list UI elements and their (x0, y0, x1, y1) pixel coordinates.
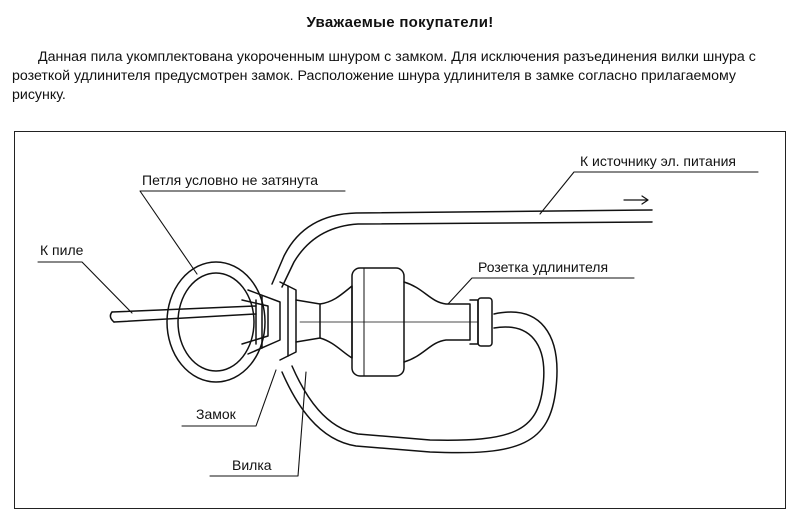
cord-loop (166, 261, 281, 383)
label-loop: Петля условно не затянута (142, 172, 318, 188)
label-plug: Вилка (232, 457, 272, 473)
label-power-source: К источнику эл. питания (580, 153, 736, 169)
label-to-saw: К пиле (40, 242, 84, 258)
notice-text: Данная пила укомплектована укороченным ш… (12, 48, 790, 105)
extension-socket (351, 267, 493, 377)
extension-cord-loop (281, 311, 558, 454)
label-socket: Розетка удлинителя (478, 259, 609, 275)
lock-clamp (255, 281, 321, 361)
saw-cord (109, 305, 257, 323)
leader-lines (37, 171, 759, 477)
diagram-frame (14, 131, 786, 509)
power-cord (271, 195, 653, 288)
label-lock: Замок (196, 406, 236, 422)
notice-text-body: Данная пила укомплектована укороченным ш… (12, 49, 756, 103)
notice-title: Уважаемые покупатели! (306, 14, 494, 31)
